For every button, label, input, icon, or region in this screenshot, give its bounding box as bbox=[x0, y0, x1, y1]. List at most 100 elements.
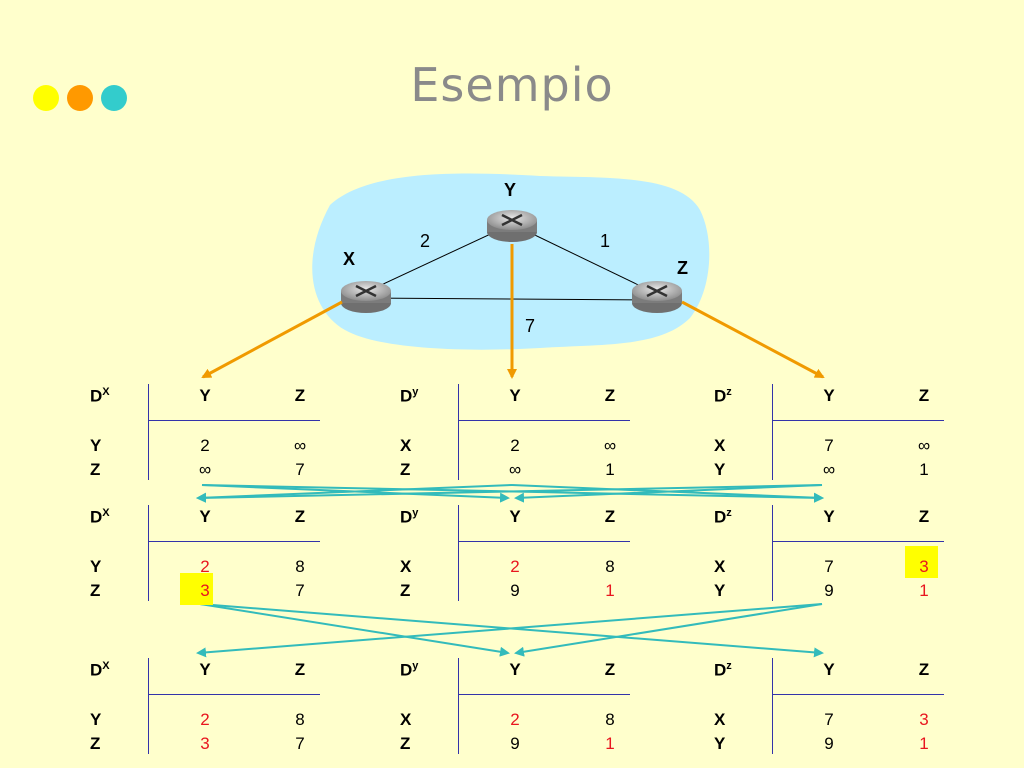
table-dy-round2: Dy Y Z X 2 8 Z 9 1 bbox=[400, 505, 640, 603]
row-label: Y bbox=[90, 557, 102, 576]
row-label: X bbox=[714, 557, 726, 576]
cell-value: 7 bbox=[295, 460, 305, 479]
cell-value: 2 bbox=[510, 436, 520, 455]
table-label: DX bbox=[90, 386, 110, 406]
col-header: Z bbox=[294, 507, 306, 526]
col-header: Y bbox=[823, 660, 835, 679]
row-label: Y bbox=[714, 581, 726, 600]
router-z-icon bbox=[632, 281, 682, 313]
cell-value: 1 bbox=[919, 581, 929, 600]
cell-value: 7 bbox=[295, 734, 305, 753]
cell-value: 8 bbox=[295, 710, 305, 729]
cell-value: ∞ bbox=[822, 460, 836, 479]
highlight-dx-z-y bbox=[180, 573, 213, 605]
cell-value: 9 bbox=[510, 734, 520, 753]
table-dy-round1: Dy Y Z X 2 ∞ Z ∞ 1 bbox=[400, 384, 640, 482]
cell-value: ∞ bbox=[917, 436, 931, 455]
link-cost-yz: 1 bbox=[600, 231, 611, 251]
cell-value: 2 bbox=[200, 557, 210, 576]
row-label: X bbox=[400, 557, 412, 576]
router-x-icon bbox=[341, 281, 391, 313]
link-cost-xy: 2 bbox=[420, 231, 431, 251]
table-dx-round3: DX Y Z Y 2 8 Z 3 7 bbox=[90, 658, 330, 756]
exchange2-z-to-y bbox=[514, 603, 823, 657]
exchange1-z-to-x bbox=[196, 484, 823, 503]
cell-value: 9 bbox=[510, 581, 520, 600]
col-header: Y bbox=[199, 386, 211, 405]
col-header: Z bbox=[918, 386, 930, 405]
cell-value: 8 bbox=[605, 557, 615, 576]
row-label: X bbox=[400, 710, 412, 729]
cell-value: 7 bbox=[824, 557, 834, 576]
col-header: Y bbox=[199, 507, 211, 526]
link-y-z bbox=[511, 223, 658, 295]
cell-value: 3 bbox=[200, 734, 210, 753]
cell-value: ∞ bbox=[198, 460, 212, 479]
col-header: Y bbox=[509, 507, 521, 526]
row-label: Y bbox=[90, 710, 102, 729]
node-label-x: X bbox=[343, 249, 356, 269]
table-dx-round1: DX Y Z Y 2 ∞ Z ∞ 7 bbox=[90, 384, 330, 482]
col-header: Y bbox=[823, 386, 835, 405]
table-label: Dy bbox=[400, 386, 419, 406]
table-label: DX bbox=[90, 660, 110, 680]
highlight-dz-x-z bbox=[905, 546, 938, 578]
col-header: Z bbox=[294, 386, 306, 405]
node-label-z: Z bbox=[677, 258, 688, 278]
table-label: Dz bbox=[714, 386, 732, 406]
col-header: Z bbox=[604, 386, 616, 405]
table-dz-round3: Dz Y Z X 7 3 Y 9 1 bbox=[714, 658, 954, 756]
col-header: Y bbox=[823, 507, 835, 526]
cell-value: 9 bbox=[824, 581, 834, 600]
row-label: Y bbox=[714, 460, 726, 479]
table-label: Dy bbox=[400, 660, 419, 680]
exchange1-y-to-x bbox=[196, 484, 513, 503]
col-header: Z bbox=[604, 507, 616, 526]
cell-value: 1 bbox=[919, 460, 929, 479]
row-label: Y bbox=[714, 734, 726, 753]
row-label: X bbox=[714, 710, 726, 729]
cell-value: 2 bbox=[510, 557, 520, 576]
table-dz-round1: Dz Y Z X 7 ∞ Y ∞ 1 bbox=[714, 384, 954, 482]
col-header: Z bbox=[294, 660, 306, 679]
link-cost-xz: 7 bbox=[525, 316, 536, 336]
col-header: Z bbox=[604, 660, 616, 679]
cell-value: 8 bbox=[295, 557, 305, 576]
cell-value: 1 bbox=[605, 734, 615, 753]
cell-value: ∞ bbox=[603, 436, 617, 455]
exchange2-z-to-x bbox=[196, 603, 823, 658]
exchange1-z-to-y bbox=[514, 484, 823, 503]
row-label: Z bbox=[90, 460, 101, 479]
exchange2-x-to-y bbox=[199, 603, 510, 657]
link-x-y bbox=[365, 223, 513, 293]
cell-value: 1 bbox=[605, 581, 615, 600]
arrow-x-to-dx bbox=[201, 300, 343, 379]
col-header: Z bbox=[918, 507, 930, 526]
table-label: DX bbox=[90, 507, 110, 527]
col-header: Y bbox=[199, 660, 211, 679]
cell-value: 2 bbox=[510, 710, 520, 729]
cell-value: 7 bbox=[824, 436, 834, 455]
arrow-z-to-dz bbox=[681, 300, 825, 379]
row-label: Z bbox=[400, 581, 411, 600]
row-label: X bbox=[714, 436, 726, 455]
cell-value: ∞ bbox=[508, 460, 522, 479]
cell-value: 7 bbox=[824, 710, 834, 729]
cell-value: 1 bbox=[605, 460, 615, 479]
cell-value: 3 bbox=[919, 710, 929, 729]
cell-value: 3 bbox=[919, 557, 929, 576]
node-label-y: Y bbox=[504, 180, 517, 200]
cell-value: 2 bbox=[200, 710, 210, 729]
decorative-dot-yellow bbox=[33, 85, 59, 111]
table-dy-round3: Dy Y Z X 2 8 Z 9 1 bbox=[400, 658, 640, 756]
table-label: Dz bbox=[714, 660, 732, 680]
row-label: X bbox=[400, 436, 412, 455]
cell-value: 2 bbox=[200, 436, 210, 455]
cell-value: 1 bbox=[919, 734, 929, 753]
cell-value: 8 bbox=[605, 710, 615, 729]
row-label: Z bbox=[90, 734, 101, 753]
cell-value: ∞ bbox=[293, 436, 307, 455]
table-label: Dy bbox=[400, 507, 419, 527]
col-header: Z bbox=[918, 660, 930, 679]
cell-value: 9 bbox=[824, 734, 834, 753]
